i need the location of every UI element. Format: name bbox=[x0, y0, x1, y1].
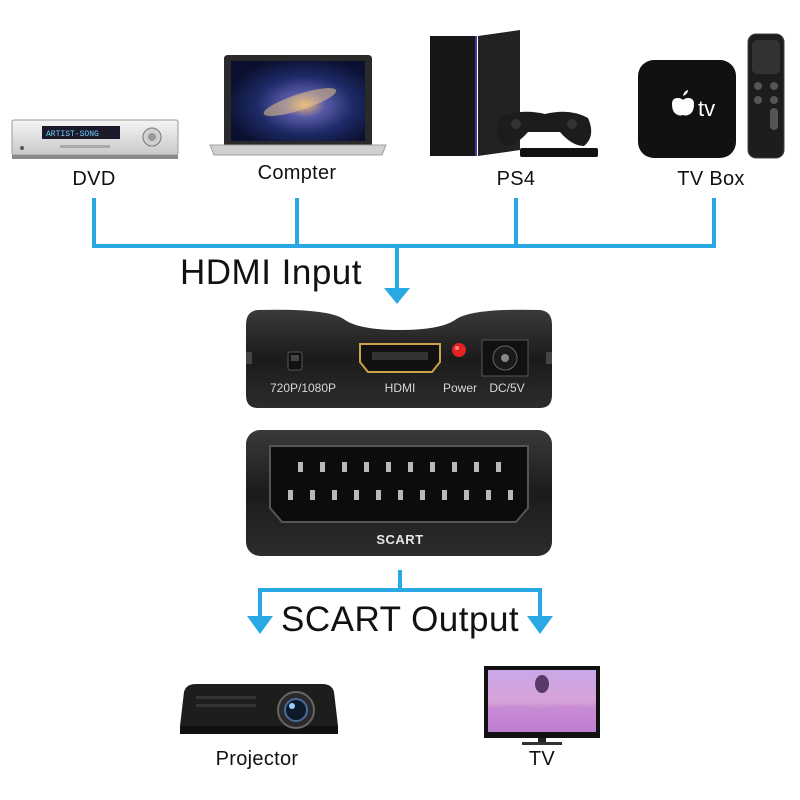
dvd-player-icon: ARTIST-SONG bbox=[11, 119, 179, 159]
dvd-display-text: ARTIST-SONG bbox=[46, 130, 99, 139]
power-led-icon bbox=[452, 343, 466, 357]
dc-label: DC/5V bbox=[489, 381, 525, 395]
scart-port-icon bbox=[269, 445, 529, 523]
tv-output-arrow bbox=[527, 616, 553, 634]
input-label-dvd: DVD bbox=[72, 168, 116, 190]
output-label-tv: TV bbox=[528, 748, 556, 770]
input-label-computer: Compter bbox=[257, 162, 337, 184]
dc-jack-icon bbox=[481, 339, 529, 377]
projector-icon bbox=[180, 684, 338, 734]
hdmi-port-icon bbox=[359, 343, 441, 373]
output-label-projector: Projector bbox=[215, 748, 299, 770]
input-label-ps4: PS4 bbox=[496, 168, 536, 190]
output-connection-lines bbox=[258, 570, 542, 618]
projector-output-arrow bbox=[247, 616, 273, 634]
laptop-icon bbox=[209, 55, 387, 156]
power-label: Power bbox=[442, 381, 478, 395]
converter-hdmi-side bbox=[246, 309, 552, 408]
input-label-tvbox: TV Box bbox=[677, 168, 745, 190]
scart-port-label: SCART bbox=[376, 532, 424, 547]
input-connection-lines bbox=[92, 198, 716, 290]
scart-pins bbox=[288, 462, 513, 500]
switch-label: 720P/1080P bbox=[269, 381, 337, 395]
apple-tv-logo-text: tv bbox=[698, 96, 715, 121]
ps4-console-icon bbox=[430, 30, 598, 157]
converter-scart-side bbox=[246, 430, 552, 556]
tv-icon bbox=[484, 666, 600, 745]
hdmi-input-arrow bbox=[384, 288, 410, 304]
hdmi-input-label: HDMI Input bbox=[180, 253, 362, 292]
hdmi-port-label: HDMI bbox=[384, 381, 416, 395]
apple-tv-icon: tv bbox=[638, 33, 785, 159]
scart-output-label: SCART Output bbox=[281, 600, 520, 639]
